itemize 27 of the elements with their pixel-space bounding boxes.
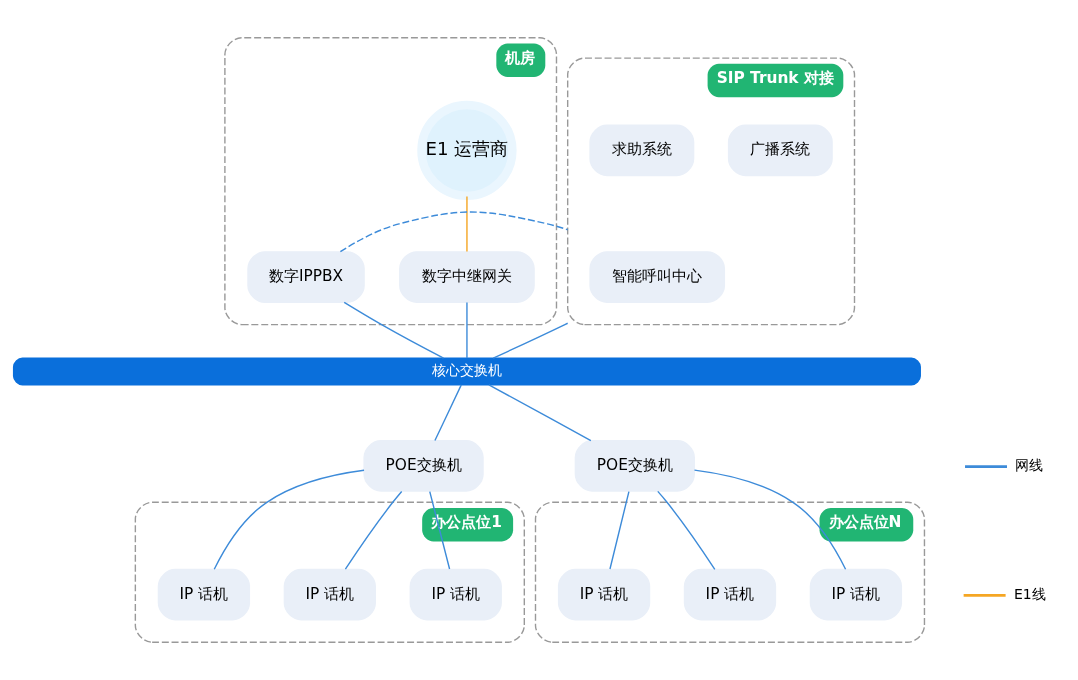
legend-label: E1线: [1014, 585, 1046, 602]
node-box: IP 话机: [157, 568, 251, 621]
connector: [492, 322, 569, 359]
connector: [213, 469, 365, 570]
connector: [343, 301, 445, 359]
node-box: 数字中继网关: [399, 251, 535, 303]
node-box: POE交换机: [574, 440, 695, 492]
connector: [434, 384, 462, 442]
connector: [657, 490, 716, 571]
node-box: IP 话机: [809, 568, 903, 621]
connector: [466, 301, 468, 359]
connector: [339, 211, 569, 253]
connector: [488, 384, 592, 442]
node-box: 核心交换机: [12, 357, 921, 386]
connector: [609, 490, 630, 570]
node-box: IP 话机: [283, 568, 376, 621]
node-box: POE交换机: [363, 440, 484, 492]
legend-label: 网线: [1015, 457, 1044, 474]
connector: [344, 490, 403, 570]
node-box: IP 话机: [683, 568, 777, 621]
node-box: IP 话机: [409, 568, 502, 621]
node-box: IP 话机: [557, 568, 651, 621]
connector: [693, 469, 847, 570]
node-circle: E1 运营商: [417, 100, 517, 201]
connector: [429, 490, 451, 570]
connector: [466, 195, 468, 253]
node-box: 数字IPPBX: [247, 251, 365, 303]
